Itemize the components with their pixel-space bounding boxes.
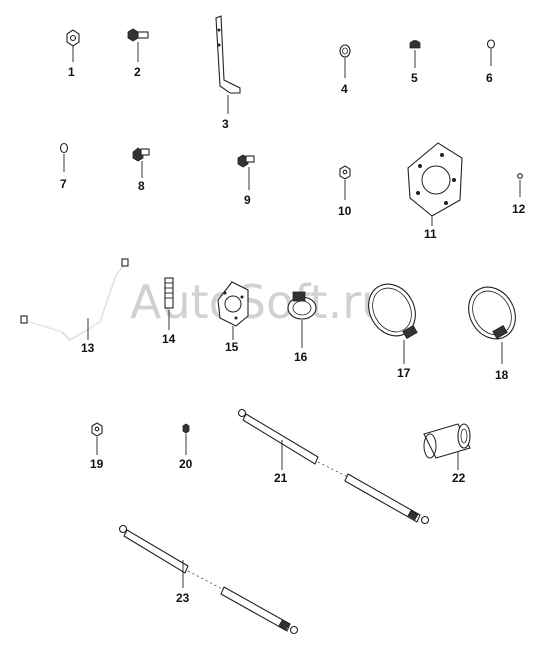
callout-7: 7 [60, 177, 67, 191]
part-4-washer [339, 44, 351, 78]
callout-4: 4 [341, 82, 348, 96]
part-12-o-ring [517, 173, 523, 197]
callout-23: 23 [176, 591, 190, 605]
callout-10: 10 [338, 204, 352, 218]
callout-9: 9 [244, 193, 251, 207]
part-1-nut [66, 29, 80, 62]
part-18-band-clamp [468, 286, 516, 364]
part-14-stud [164, 277, 174, 330]
part-20-nut [182, 423, 190, 455]
callout-1: 1 [68, 65, 75, 79]
callout-16: 16 [294, 350, 308, 364]
part-5-cap-nut [409, 40, 421, 68]
callout-22: 22 [452, 471, 466, 485]
callout-5: 5 [411, 71, 418, 85]
callout-17: 17 [397, 366, 411, 380]
part-21-rod [237, 408, 430, 525]
part-17-band-clamp [368, 283, 418, 364]
part-2-bolt [127, 28, 149, 62]
part-15-gasket [217, 281, 249, 340]
part-10-nut [339, 165, 351, 200]
callout-13: 13 [81, 341, 95, 355]
callout-6: 6 [486, 71, 493, 85]
callout-2: 2 [134, 65, 141, 79]
part-22-sleeve [423, 423, 471, 470]
callout-20: 20 [179, 457, 193, 471]
part-9-bolt [237, 154, 255, 190]
callout-8: 8 [138, 179, 145, 193]
callout-12: 12 [512, 202, 526, 216]
callout-14: 14 [162, 332, 176, 346]
part-3-bracket [215, 15, 241, 114]
part-6-o-ring [486, 39, 496, 66]
callout-19: 19 [90, 457, 104, 471]
part-13-tube [20, 258, 129, 341]
callout-11: 11 [424, 227, 437, 241]
callout-3: 3 [222, 117, 229, 131]
part-8-bolt [132, 147, 150, 178]
callout-15: 15 [225, 340, 239, 354]
callout-21: 21 [274, 471, 288, 485]
part-16-clamp [287, 291, 317, 348]
part-7-washer [59, 142, 69, 172]
part-11-gasket [407, 142, 463, 226]
callout-18: 18 [495, 368, 509, 382]
part-19-nut [91, 422, 103, 455]
part-23-rod [118, 524, 299, 635]
